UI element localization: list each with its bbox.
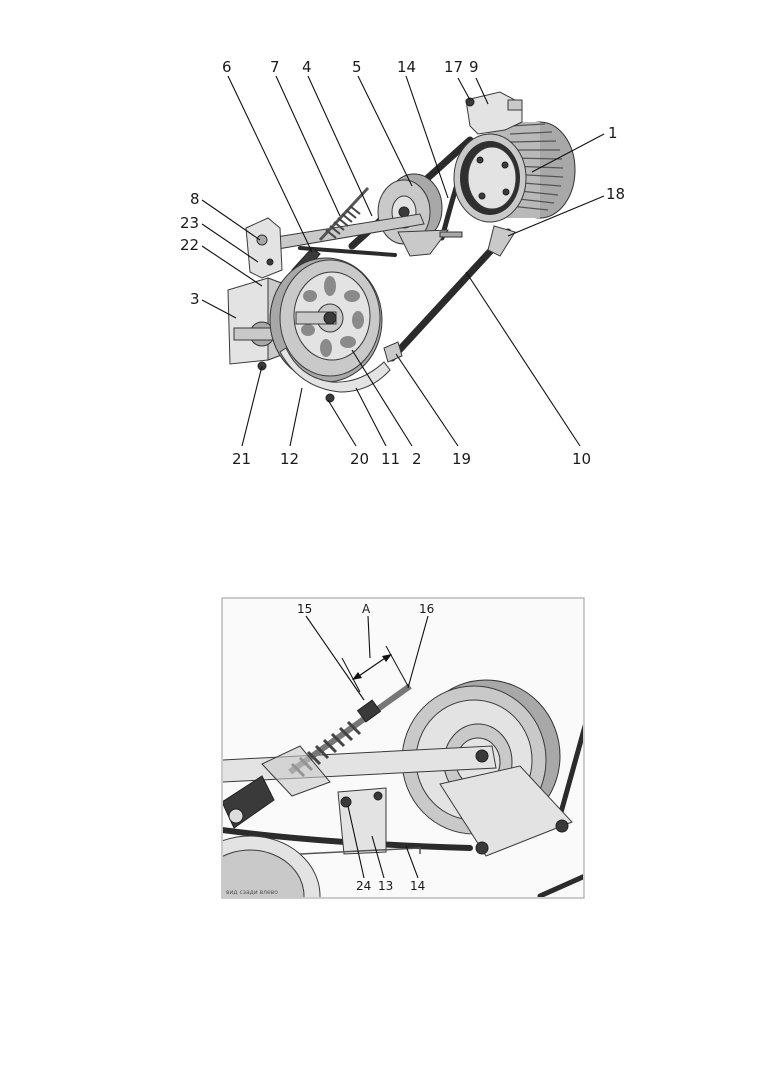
- dimension-a: [341, 645, 409, 693]
- callout-22: 22: [180, 236, 199, 254]
- callout-19: 19: [452, 450, 471, 468]
- bracket-9: [465, 91, 523, 135]
- view-caption: вид сзади влево: [226, 889, 278, 896]
- belt-14-detail: [223, 827, 473, 851]
- callout-18: 18: [606, 185, 625, 203]
- callout-2: 2: [412, 450, 422, 468]
- bracket-13: [299, 787, 421, 855]
- detail-callout-leaders: [305, 615, 429, 879]
- driven-pulley-2: [269, 257, 383, 383]
- callout-17: 17: [444, 58, 463, 76]
- belt-bottom-detail: [537, 874, 583, 897]
- callout-23: 23: [180, 214, 199, 232]
- callout-10: 10: [572, 450, 591, 468]
- callout-14: 14: [397, 58, 416, 76]
- callout-11: 11: [381, 450, 400, 468]
- belt-right-detail: [557, 724, 583, 819]
- callout-12: 12: [280, 450, 299, 468]
- callout-5: 5: [352, 58, 362, 76]
- tensioner-arm-plate: [439, 765, 573, 857]
- callout-leaders: [201, 75, 605, 447]
- drive-pulley-1: [453, 121, 576, 223]
- callout-20: 20: [350, 450, 369, 468]
- callout-13: 13: [378, 879, 393, 893]
- spring-rod-7: [318, 186, 370, 242]
- callout-16: 16: [419, 602, 434, 616]
- callout-24: 24: [356, 879, 371, 893]
- callout-21: 21: [232, 450, 251, 468]
- callout-6: 6: [222, 58, 232, 76]
- callout-a: A: [362, 602, 371, 616]
- tensioner-detail-view: вид сзади влево 15 A 16 24 13 14: [221, 597, 585, 899]
- belt-drive-assembly-diagram: 6 7 4 5 14 17 9 1 18 8 23 22 3 21 12 20 …: [180, 58, 625, 468]
- callout-7: 7: [270, 58, 280, 76]
- belt-guard-12: [279, 347, 391, 403]
- callout-14-detail: 14: [410, 879, 425, 893]
- spring-rod-detail: [261, 683, 412, 797]
- callout-9: 9: [469, 58, 479, 76]
- callout-4: 4: [302, 58, 312, 76]
- callout-1: 1: [608, 124, 618, 142]
- turnbuckle-cylinder-detail: [223, 775, 275, 829]
- callout-15: 15: [297, 602, 312, 616]
- belt-guide-18: [487, 225, 516, 257]
- callout-8: 8: [190, 190, 200, 208]
- lower-pulley-detail: [223, 835, 321, 897]
- callout-3: 3: [190, 290, 200, 308]
